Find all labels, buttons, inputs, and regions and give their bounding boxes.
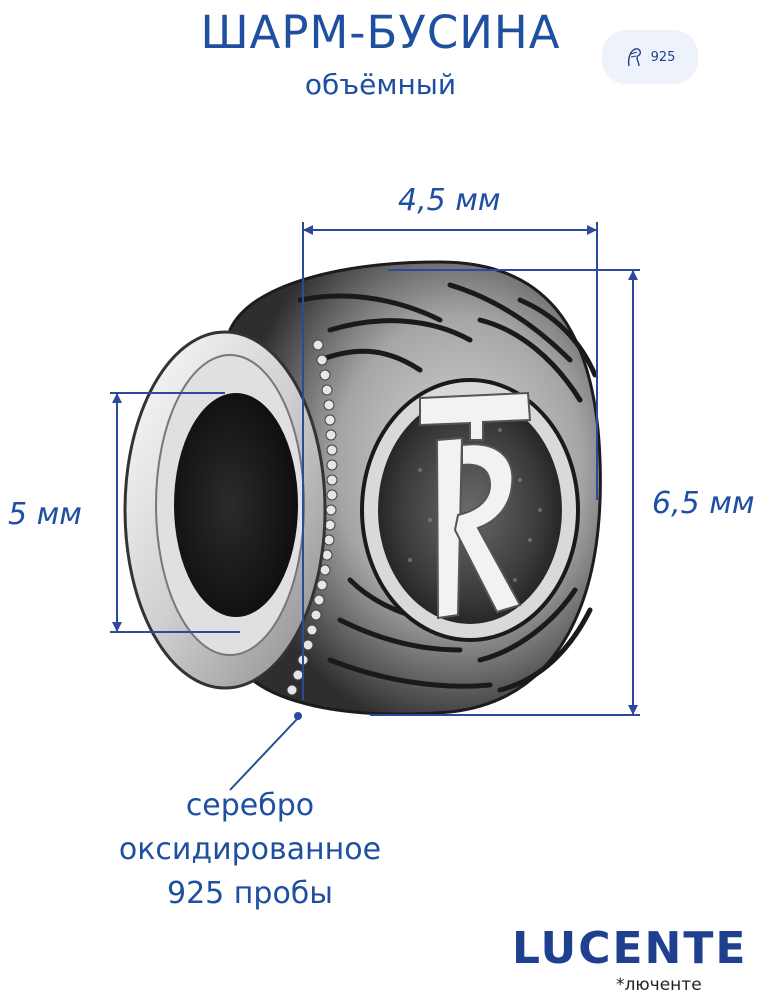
bead-opening [123, 330, 327, 690]
page-title-text: ШАРМ-БУСИНА [200, 6, 561, 59]
hole-label: 5 мм [8, 497, 82, 532]
material-line-1: серебро [185, 788, 315, 823]
material-line-3: 925 пробы [167, 876, 333, 911]
width-label: 4,5 мм [398, 183, 501, 218]
dimension-lines [110, 222, 640, 791]
page-subtitle: объёмный [0, 68, 781, 101]
rune-medallion [360, 378, 580, 642]
hallmark-icon [627, 48, 641, 67]
brand-logo: LUCENTE [512, 923, 748, 974]
page-title: ШАРМ-БУСИНА [0, 6, 781, 59]
material-leader-line [229, 717, 299, 791]
page-subtitle-text: объёмный [304, 68, 457, 101]
hallmark-badge: 925 [602, 30, 698, 84]
rune-glyph [419, 391, 532, 620]
material-description: серебро оксидированное 925 пробы [60, 784, 440, 916]
brand-subtitle: *люченте [616, 975, 702, 995]
material-line-2: оксидированное [118, 832, 382, 867]
height-label: 6,5 мм [652, 486, 755, 521]
hallmark-number: 925 [650, 49, 676, 65]
